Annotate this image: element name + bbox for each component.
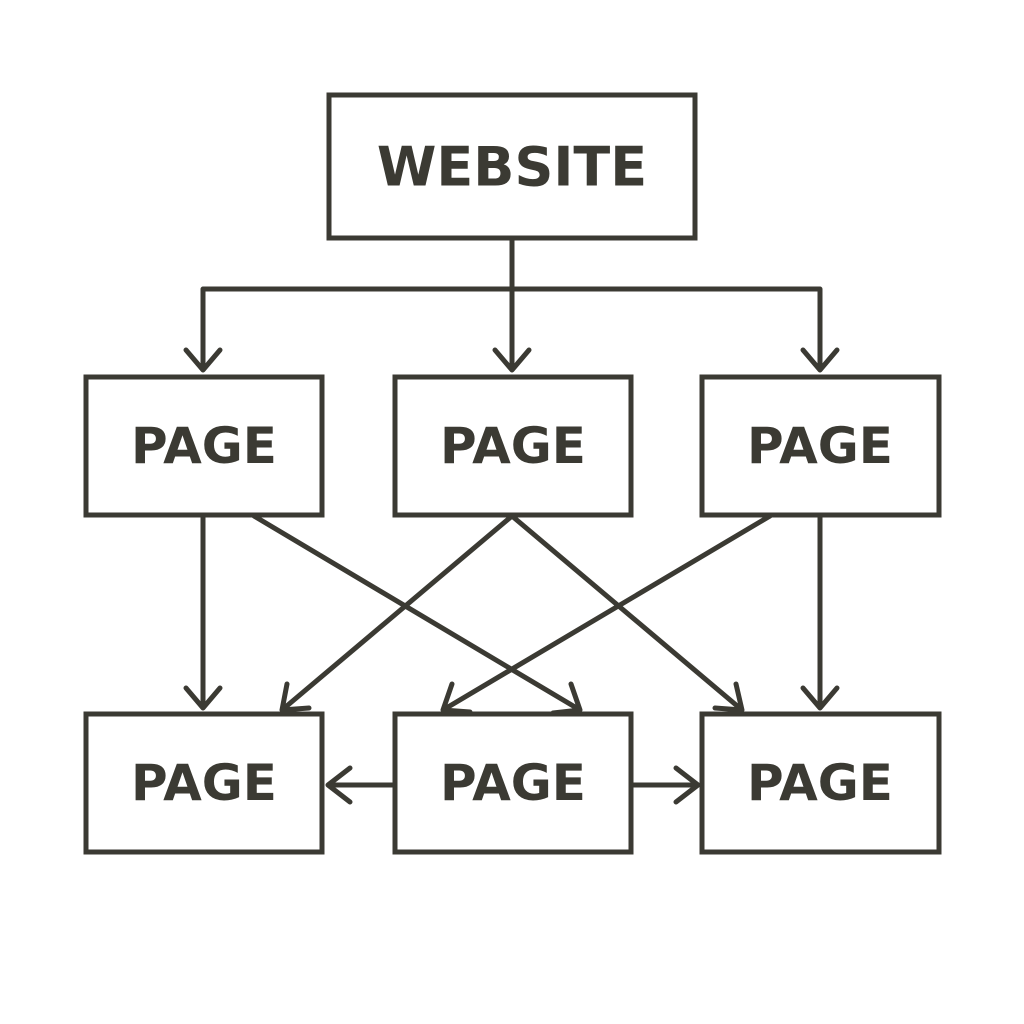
node-page-bottom-left-box (83, 711, 325, 855)
edge-top-right-to-bottom-center (440, 513, 773, 715)
node-page-top-center: PAGE (392, 374, 634, 518)
node-page-bottom-left-label: PAGE (131, 754, 277, 812)
edge-bottom-center-to-bottom-right (629, 765, 701, 805)
node-website: WEBSITE (326, 92, 698, 241)
node-page-top-center-label: PAGE (440, 417, 586, 475)
node-page-bottom-right-label: PAGE (747, 754, 893, 812)
node-page-bottom-center: PAGE (392, 711, 634, 855)
edges-group (183, 237, 840, 805)
node-page-bottom-right-box (699, 711, 942, 855)
node-page-top-right-box (699, 374, 942, 518)
node-page-bottom-center-box (392, 711, 634, 855)
node-page-top-center-box (392, 374, 634, 518)
edge-top-center-to-bottom-left (279, 513, 515, 713)
edge-top-right-to-bottom-right (800, 513, 840, 711)
node-page-bottom-center-label: PAGE (440, 754, 586, 812)
edge-root-to-top-right (509, 286, 840, 373)
edge-root-to-top-left (183, 237, 515, 373)
node-page-bottom-left: PAGE (83, 711, 325, 855)
edge-top-left-to-bottom-center (251, 513, 583, 716)
node-page-top-left: PAGE (83, 374, 325, 518)
edge-top-left-to-bottom-left (183, 513, 223, 711)
node-page-top-right-label: PAGE (747, 417, 893, 475)
node-page-top-left-box (83, 374, 325, 518)
node-website-box (326, 92, 698, 241)
edge-top-center-to-bottom-right (509, 513, 745, 713)
node-page-bottom-right: PAGE (699, 711, 942, 855)
node-page-top-left-label: PAGE (131, 417, 277, 475)
node-page-top-right: PAGE (699, 374, 942, 518)
edge-root-to-top-center (492, 237, 532, 373)
edge-bottom-center-to-bottom-left (325, 765, 399, 805)
node-website-label: WEBSITE (377, 136, 647, 199)
